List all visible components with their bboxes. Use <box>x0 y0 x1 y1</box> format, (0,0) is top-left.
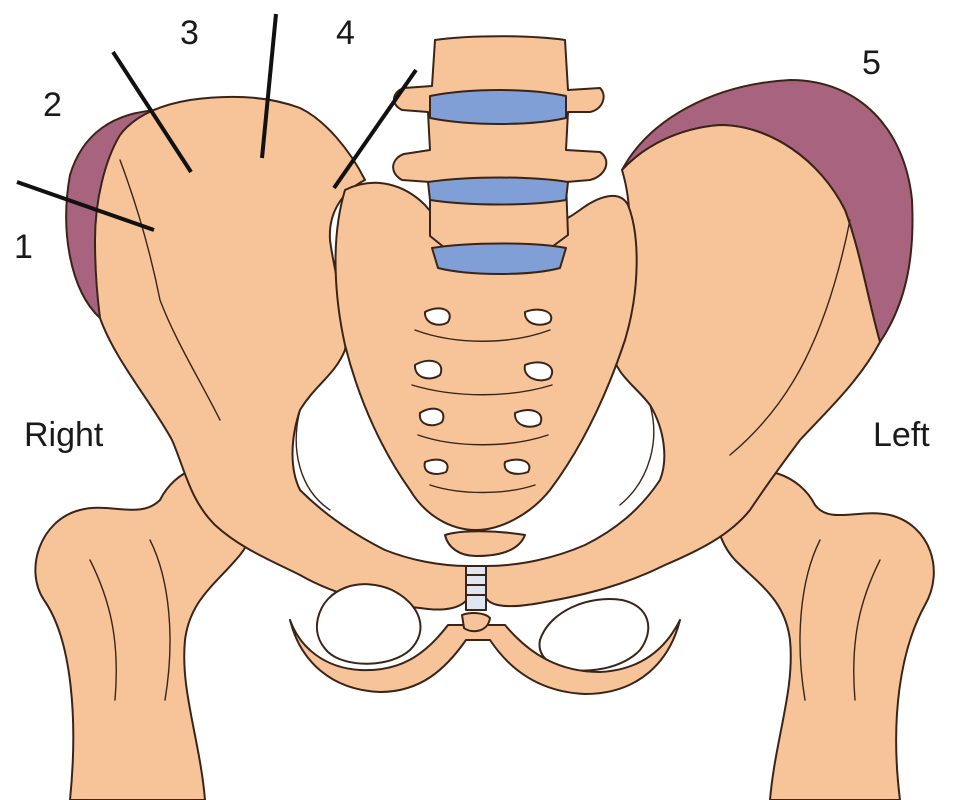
sacral-foramen-1 <box>424 307 451 326</box>
left-hip-bone <box>485 124 881 608</box>
leader-line-2 <box>111 50 193 174</box>
sacral-foramen-2 <box>524 308 553 326</box>
coccyx <box>444 530 526 557</box>
intervertebral-disc-2 <box>427 176 569 206</box>
intervertebral-disc-1 <box>429 89 567 125</box>
label-3: 3 <box>180 14 199 52</box>
label-1: 1 <box>14 228 33 266</box>
pubic-symphysis <box>465 565 487 611</box>
sacral-foramen-5 <box>418 407 445 427</box>
right-femur-detail <box>89 539 171 701</box>
sacral-foramen-8 <box>503 458 531 475</box>
sacral-foramen-4 <box>523 361 553 382</box>
coccyx-tip <box>461 612 491 633</box>
leader-line-4 <box>332 68 418 190</box>
label-right-side: Right <box>24 416 104 454</box>
pubic-arch <box>289 619 681 695</box>
intervertebral-disc-3 <box>431 242 567 275</box>
left-obturator-foramen <box>538 598 650 672</box>
leader-line-3 <box>260 13 278 159</box>
label-4: 4 <box>336 14 355 52</box>
left-femur-detail <box>799 539 881 701</box>
sacral-foramen-7 <box>423 458 449 475</box>
sacral-foramen-6 <box>513 409 543 428</box>
label-5: 5 <box>862 44 881 82</box>
right-obturator-foramen <box>315 583 422 665</box>
sacral-foramen-3 <box>413 359 443 380</box>
sacrum-ridges <box>411 329 553 494</box>
label-2: 2 <box>43 86 62 124</box>
leader-line-1 <box>16 180 155 232</box>
left-ilium-detail <box>619 219 851 506</box>
label-left-side: Left <box>873 416 930 454</box>
left-femur <box>715 470 935 800</box>
